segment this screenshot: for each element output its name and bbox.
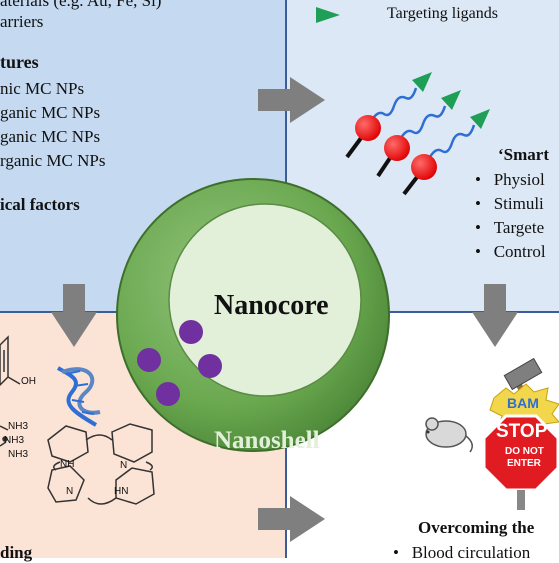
ligand-head-3 (470, 109, 490, 129)
top-left-line2: arriers (0, 12, 44, 31)
nanoshell-label: Nanoshell (214, 427, 320, 454)
top-right-bullet-3-text: Targete (493, 218, 545, 237)
nh3-label-2: NH3 (4, 435, 25, 446)
bam-text: BAM (507, 395, 539, 411)
bottom-right-bullet: • Blood circulation (393, 543, 531, 562)
stop-sign (482, 414, 559, 492)
bottom-right-heading: Overcoming the (418, 518, 535, 537)
top-left-footer: ical factors (0, 195, 80, 214)
mouse-icon (425, 417, 473, 453)
top-left-heading: tures (0, 52, 39, 72)
top-right-bullet-4-text: Control (493, 242, 546, 261)
ligand-linker-1 (370, 87, 418, 121)
nh3-label-3: NH3 (8, 449, 29, 460)
enter-text: ENTER (507, 458, 541, 469)
arrow-right-top (258, 77, 325, 123)
dna-icon (57, 366, 101, 427)
legend-label: Targeting ligands (387, 5, 499, 22)
nanocore (168, 203, 362, 397)
top-right-bullet-1-text: Physiol (493, 170, 545, 189)
porphyrin-molecule (47, 423, 155, 505)
top-right-bullet-3: • Targete (475, 218, 545, 237)
ligand-ball-2 (384, 135, 410, 161)
top-left-line1: aterials (e.g. Au, Fe, Si) (0, 0, 162, 10)
ligand-linker-3 (428, 124, 476, 158)
ligand-head-2 (441, 90, 461, 110)
bottom-left-footer: ding (0, 543, 33, 562)
arrow-down-left (51, 284, 97, 347)
arrow-down-right (472, 284, 518, 347)
cargo-dot-1 (179, 320, 203, 344)
cargo-dot-4 (156, 382, 180, 406)
phenol-molecule (0, 335, 21, 387)
top-right-bullet-4: • Control (475, 242, 546, 261)
ligand-ball-1 (355, 115, 381, 141)
nanocore-label: Nanocore (214, 290, 329, 321)
top-left-item-4: rganic MC NPs (0, 151, 106, 170)
porphyrin-n-label-2: N (66, 486, 74, 497)
do-not-text: DO NOT (505, 446, 544, 457)
top-left-item-1: nic MC NPs (0, 79, 85, 98)
stop-sign-post (517, 490, 525, 510)
nh3-label-1: NH3 (8, 421, 29, 432)
stop-text: STOP (496, 421, 548, 442)
top-right-bullet-1: • Physiol (475, 170, 545, 189)
bottom-right-bullet-text: Blood circulation (411, 543, 531, 562)
amine-complex (0, 425, 9, 447)
top-left-item-3: ganic MC NPs (0, 127, 101, 146)
cargo-dot-3 (137, 348, 161, 372)
porphyrin-hn-label: HN (114, 486, 129, 497)
porphyrin-n-label-1: N (120, 460, 128, 471)
ligand-linker-2 (399, 105, 447, 139)
top-right-heading: ‘Smart (498, 145, 549, 164)
top-right-bullet-2-text: Stimuli (493, 194, 544, 213)
oh-label: OH (21, 376, 36, 387)
top-left-item-2: ganic MC NPs (0, 103, 101, 122)
ligand-legend-icon (316, 7, 340, 23)
cargo-dot-2 (198, 354, 222, 378)
porphyrin-nh-label: NH (60, 459, 75, 470)
ligand-head-1 (412, 72, 432, 92)
top-right-bullet-2: • Stimuli (475, 194, 544, 213)
ligand-ball-3 (411, 154, 437, 180)
arrow-right-bottom (258, 496, 325, 542)
